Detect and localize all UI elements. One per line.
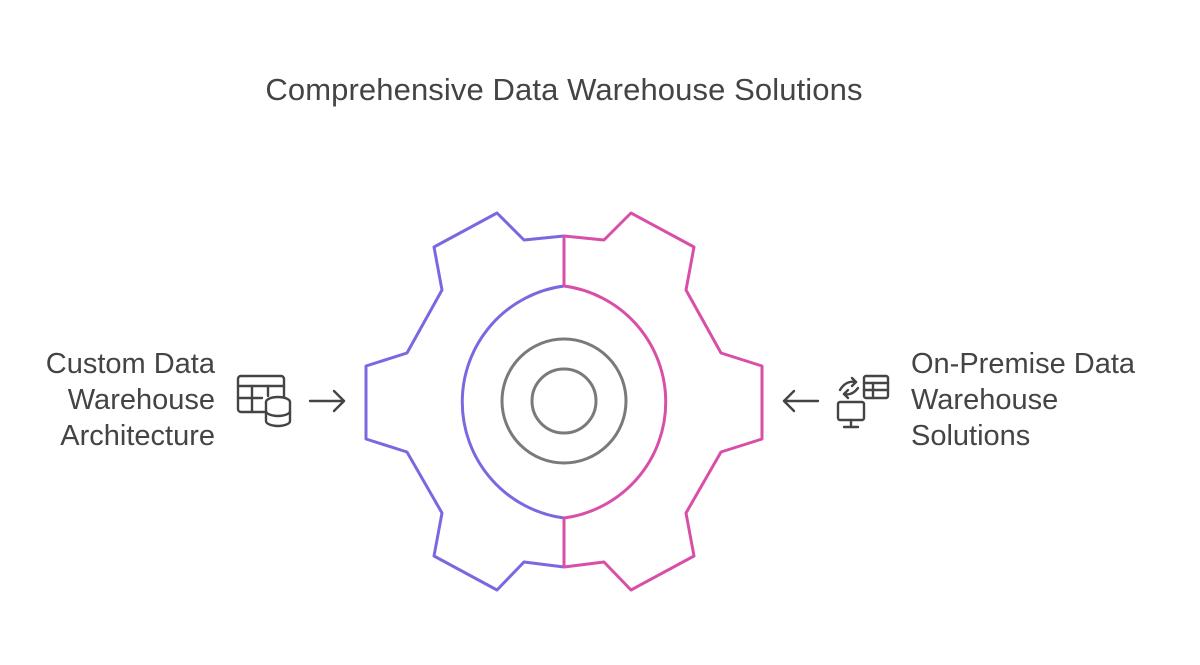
right-label-line-3: Solutions	[911, 420, 1031, 452]
left-label-line-2: Warehouse	[67, 384, 215, 416]
left-label-line-1: Custom Data	[45, 348, 215, 380]
diagram-title: Comprehensive Data Warehouse Solutions	[265, 72, 863, 107]
arrow-left-icon	[782, 389, 820, 413]
inner-ring-right	[563, 284, 668, 520]
right-label: On-Premise Data Warehouse Solutions	[911, 346, 1191, 454]
right-label-line-1: On-Premise Data	[911, 348, 1136, 380]
left-label-line-3: Architecture	[60, 420, 215, 452]
center-ring-inner	[530, 367, 598, 435]
gear-left-half	[364, 211, 565, 592]
arrow-right-icon	[308, 389, 346, 413]
inner-ring-left	[460, 284, 565, 520]
right-label-line-2: Warehouse	[911, 384, 1059, 416]
center-ring-outer	[500, 337, 628, 465]
left-label: Custom Data Warehouse Architecture	[0, 346, 215, 454]
monitor-table-sync-icon	[836, 374, 890, 429]
table-database-icon	[236, 374, 292, 428]
gear-right-half	[563, 211, 764, 592]
